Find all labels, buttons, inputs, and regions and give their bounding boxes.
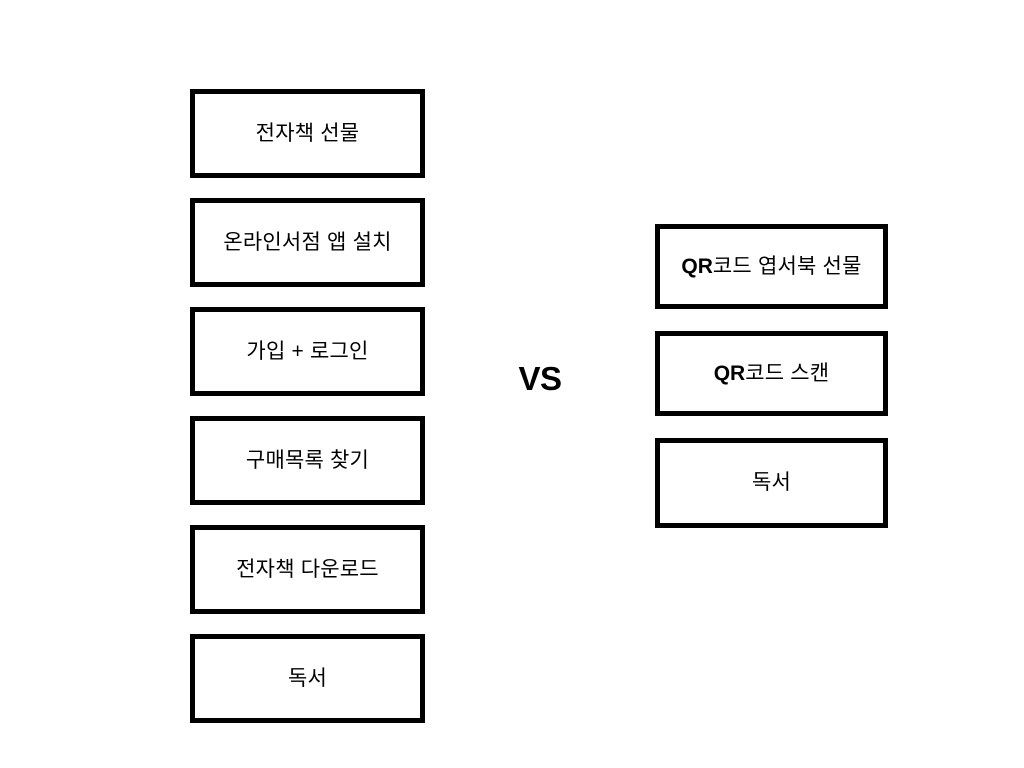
step-label: 독서 [288,666,327,691]
left-flow-step-1[interactable]: 전자책 선물 [190,89,425,178]
step-label: 구매목록 찾기 [246,448,369,473]
left-flow-step-2[interactable]: 온라인서점 앱 설치 [190,198,425,287]
left-flow-step-5[interactable]: 전자책 다운로드 [190,525,425,614]
step-label-text: 코드 엽서북 선물 [712,254,862,278]
step-label-text: 가입 + 로그인 [246,339,369,363]
step-label: 독서 [752,470,791,495]
left-flow-step-3[interactable]: 가입 + 로그인 [190,307,425,396]
right-flow-step-1[interactable]: QR코드 엽서북 선물 [655,224,888,309]
step-label: 가입 + 로그인 [246,339,368,364]
step-label-text: 온라인서점 앱 설치 [223,230,392,254]
step-label-text: 코드 스캔 [745,361,830,385]
step-label-text: 독서 [287,666,328,690]
right-flow-step-3[interactable]: 독서 [655,438,888,528]
step-label: 전자책 선물 [256,121,360,146]
left-flow-step-6[interactable]: 독서 [190,634,425,723]
latin-prefix: QR [713,361,746,385]
left-flow-column: 전자책 선물 온라인서점 앱 설치 가입 + 로그인 구매목록 찾기 전자책 다… [190,89,425,723]
step-label: QR코드 엽서북 선물 [681,254,861,279]
vs-text: VS [518,359,562,397]
right-flow-column: QR코드 엽서북 선물 QR코드 스캔 독서 [655,224,888,528]
step-label: QR코드 스캔 [714,361,830,386]
step-label-text: 독서 [751,471,792,495]
latin-prefix: QR [681,254,713,278]
vs-comparison-label: VS [498,358,582,398]
step-label: 전자책 다운로드 [236,557,379,582]
step-label-text: 전자책 다운로드 [236,557,379,581]
step-label-text: 전자책 선물 [255,121,360,145]
right-flow-step-2[interactable]: QR코드 스캔 [655,331,888,416]
step-label-text: 구매목록 찾기 [245,448,370,472]
step-label: 온라인서점 앱 설치 [223,230,391,255]
left-flow-step-4[interactable]: 구매목록 찾기 [190,416,425,505]
